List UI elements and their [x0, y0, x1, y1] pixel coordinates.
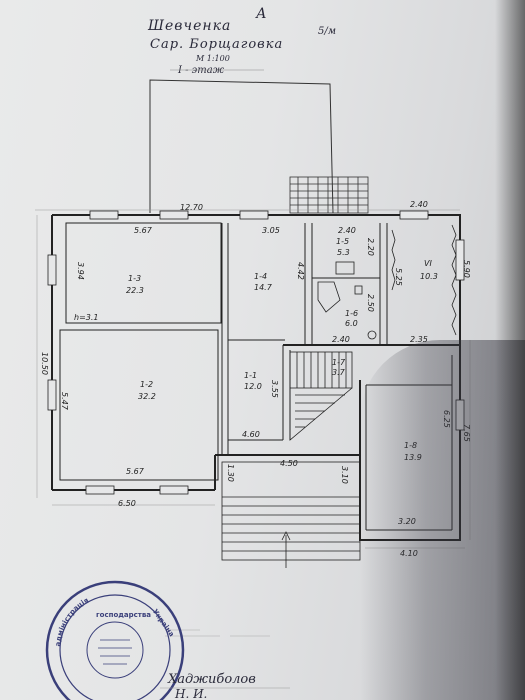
page-edge-shadow	[495, 0, 525, 700]
room-1-8-id: 1-8	[404, 441, 417, 450]
dim-room12-width: 5.67	[126, 467, 145, 476]
signature-initials: Н. И.	[174, 687, 207, 700]
dim-room12-height: 5.47	[60, 392, 69, 411]
room-1-3-area: 22.3	[126, 286, 144, 295]
stamp-text-middle: господарства	[96, 611, 151, 619]
bathroom-fixtures	[317, 261, 377, 340]
room-1-6-id: 1-6	[345, 309, 358, 318]
dim-room18-width: 3.20	[398, 517, 416, 526]
windows	[47, 210, 465, 495]
room-vi-zigzag	[391, 224, 457, 336]
official-stamp: адміністрація господарства Украіна	[45, 580, 185, 700]
dim-porch-left: 1.30	[226, 464, 235, 482]
room-labels: 1-3 22.3 1-2 32.2 1-4 14.7 1-5 5.3 1-6 6…	[126, 237, 438, 462]
header-floor: I - этаж	[177, 65, 225, 76]
central-stairs	[289, 351, 353, 441]
dim-room15-width: 2.40	[338, 226, 356, 235]
room-1-5-id: 1-5	[336, 237, 349, 246]
porch-stairs	[221, 461, 361, 568]
dim-bottom-total: 6.50	[118, 499, 136, 508]
header-settlement: Сар. Борщаговка	[150, 37, 283, 52]
room-1-7-area: 3.7	[332, 368, 346, 377]
header-scale: М 1:100	[195, 54, 230, 63]
dim-right-height: 5.90	[462, 260, 471, 278]
dim-room-vi-bottom: 2.35	[410, 335, 428, 344]
header-suffix: 5/м	[318, 26, 336, 37]
stamp-text-top: адміністрація	[54, 596, 90, 647]
room-1-2-area: 32.2	[138, 392, 156, 401]
dim-room13-width: 5.67	[134, 226, 153, 235]
dim-room18-height: 6.25	[442, 410, 451, 428]
faint-print	[165, 629, 270, 637]
dim-room13-height: 3.94	[76, 262, 85, 280]
dim-room18-right: 7.65	[462, 424, 471, 442]
dim-room15-height: 2.20	[366, 238, 375, 256]
dim-room-vi-height: 5.25	[394, 268, 403, 286]
top-stairs	[289, 176, 369, 214]
dim-room-vi-width: 2.40	[410, 200, 428, 209]
room-1-4-area: 14.7	[254, 283, 273, 292]
dim-room14-height: 4.42	[296, 262, 305, 280]
dim-hall-height: 3.55	[270, 380, 279, 398]
dim-hall-width: 4.60	[242, 430, 260, 439]
dim-room14-width: 3.05	[262, 226, 280, 235]
room-vi-area: 10.3	[420, 272, 438, 281]
dim-top-total: 12.70	[180, 203, 203, 212]
dim-left-total: 10.50	[40, 352, 49, 375]
room-1-8-area: 13.9	[404, 453, 422, 462]
header-street: Шевченка	[147, 18, 231, 34]
dim-room16-bottom: 2.40	[332, 335, 350, 344]
room-1-7-id: 1-7	[332, 358, 346, 367]
dim-porch-right: 3.10	[340, 466, 349, 484]
signature-name: Хаджиболов	[167, 672, 256, 687]
dim-ceiling: h=3.1	[74, 313, 99, 322]
header-letter: А	[255, 6, 267, 22]
room-1-1-id: 1-1	[244, 371, 257, 380]
room-1-3-id: 1-3	[128, 274, 141, 283]
svg-text:адміністрація: адміністрація	[54, 596, 90, 647]
room-1-4-id: 1-4	[254, 272, 267, 281]
room-vi-id: VI	[424, 259, 432, 268]
room-1-6-area: 6.0	[345, 319, 358, 328]
room-1-2-id: 1-2	[140, 380, 153, 389]
room-1-1-area: 12.0	[244, 382, 262, 391]
dim-room16-height: 2.50	[366, 294, 375, 312]
dim-room18-bottom: 4.10	[400, 549, 418, 558]
dim-porch-width: 4.50	[280, 459, 298, 468]
signature: Хаджиболов Н. И.	[160, 672, 290, 700]
room-1-5-area: 5.3	[337, 248, 350, 257]
top-annex	[149, 79, 334, 214]
